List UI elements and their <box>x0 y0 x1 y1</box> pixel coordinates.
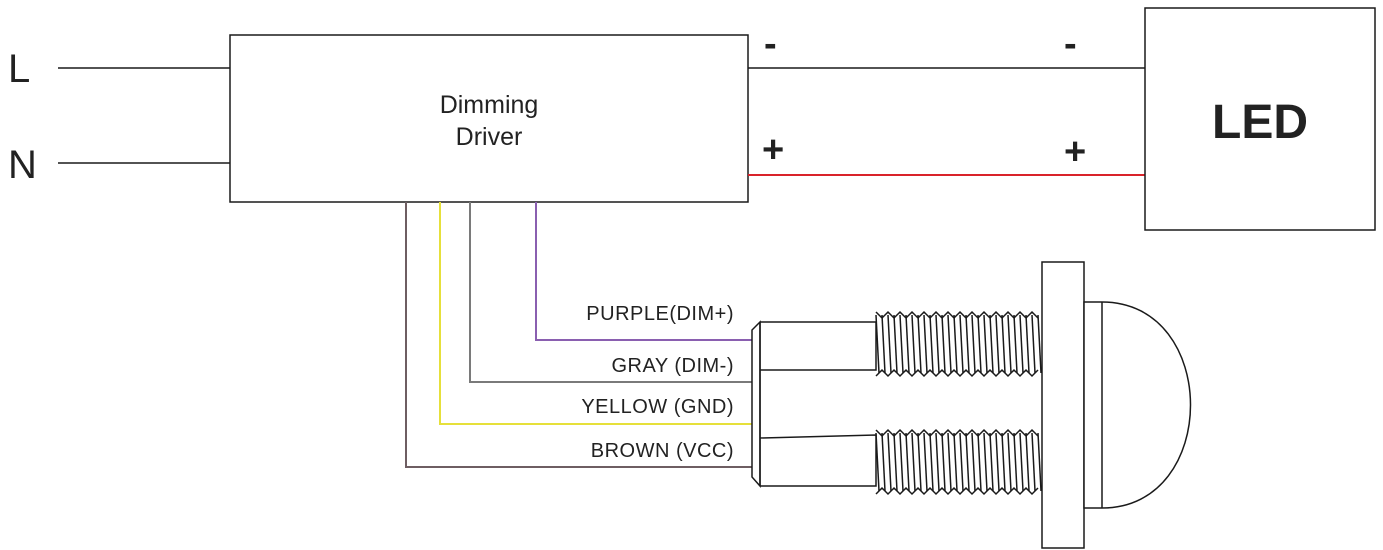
wire-label-brown: BROWN (VCC) <box>591 440 734 462</box>
upper-thread <box>875 310 1042 378</box>
neutral-input-label: N <box>8 143 37 187</box>
driver-label-line2: Driver <box>456 123 523 151</box>
line-input-label: L <box>8 47 30 91</box>
wire-label-yellow: YELLOW (GND) <box>581 396 734 418</box>
led-minus-sign: - <box>1064 23 1077 65</box>
driver-plus-sign: + <box>762 129 784 171</box>
sensor-lower-pin <box>759 434 877 487</box>
wire-label-gray: GRAY (DIM-) <box>611 355 734 377</box>
gray-dim-minus-wire <box>469 202 752 383</box>
sensor-upper-pin <box>760 321 877 371</box>
driver-label-line1: Dimming <box>440 91 539 119</box>
sensor-flange <box>1041 261 1085 549</box>
yellow-gnd-wire <box>439 202 752 425</box>
led-plus-sign: + <box>1064 131 1086 173</box>
wire-label-purple: PURPLE(DIM+) <box>586 303 734 325</box>
led-label: LED <box>1212 96 1308 149</box>
lower-thread <box>875 428 1042 496</box>
led-box <box>1144 7 1376 231</box>
purple-dim-plus-wire <box>535 202 752 341</box>
driver-minus-sign: - <box>764 23 777 65</box>
sensor-device <box>751 261 1192 549</box>
dimming-driver-box <box>229 34 749 203</box>
sensor-dome-lens <box>1083 301 1192 509</box>
sensor-rear-cap <box>751 320 761 488</box>
brown-vcc-wire <box>405 202 752 468</box>
